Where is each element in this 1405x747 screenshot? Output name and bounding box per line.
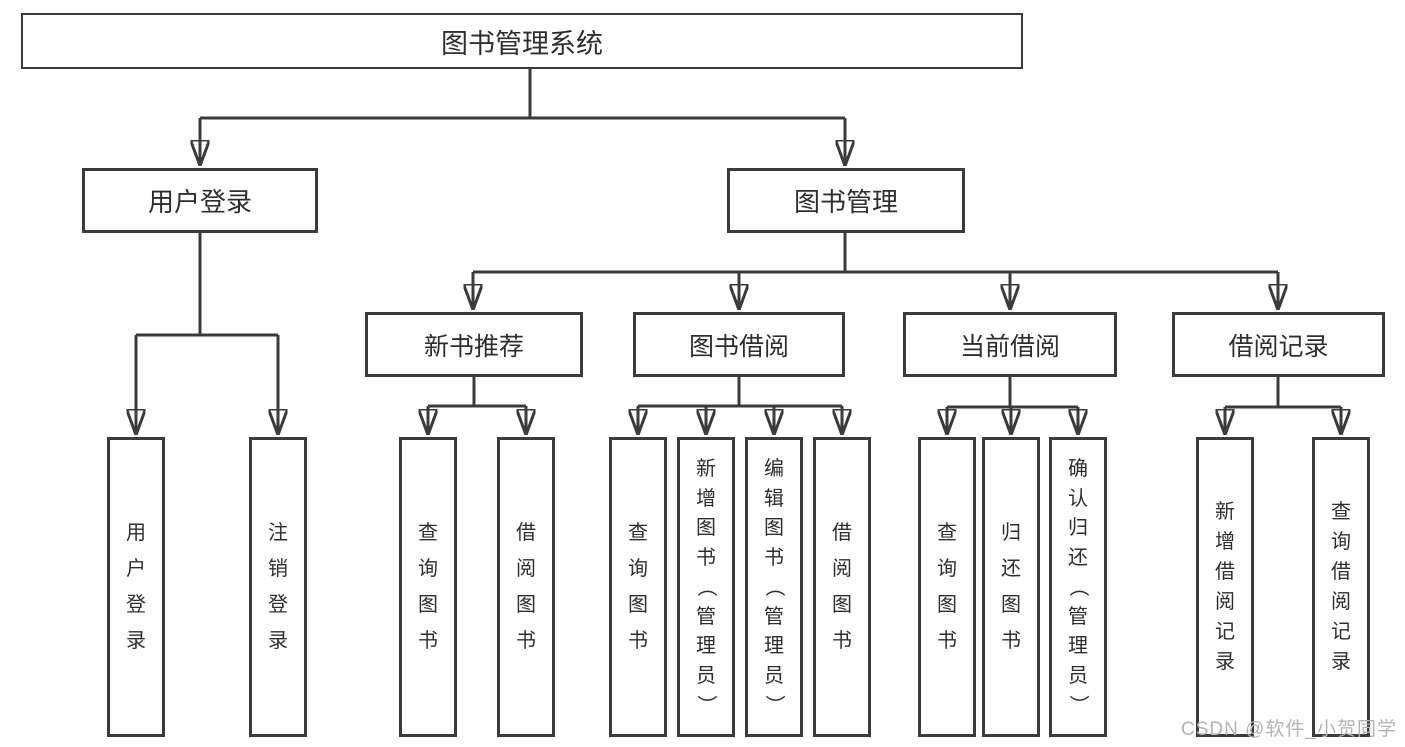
edge-current-borrowing-children: [947, 377, 1078, 435]
leaf-confirm-return-admin: 确认归还（管理员）: [1049, 437, 1107, 737]
edge-user-login-children: [136, 233, 278, 435]
edge-book-borrowing-children: [638, 377, 842, 435]
csdn-watermark: CSDN @软件_小贺同学: [1181, 719, 1397, 740]
leaf-edit-books-admin: 编辑图书（管理员）: [745, 437, 803, 737]
leaf-return-books: 归还图书: [982, 437, 1040, 737]
leaf-logout: 注销登录: [249, 437, 307, 737]
node-borrowing-records: 借阅记录: [1172, 312, 1385, 377]
node-book-management-label: 图书管理: [793, 187, 898, 217]
leaf-user-login: 用户登录: [107, 437, 165, 737]
node-user-login: 用户登录: [82, 168, 318, 233]
node-root: 图书管理系统: [21, 13, 1023, 69]
leaf-query-books-1: 查询图书: [399, 437, 457, 737]
edge-book-management-children: [473, 233, 1278, 310]
node-current-borrowing-label: 当前借阅: [959, 332, 1060, 361]
node-new-book-recommendation-label: 新书推荐: [423, 332, 524, 361]
node-book-borrowing-label: 图书借阅: [688, 332, 789, 361]
node-book-borrowing: 图书借阅: [633, 312, 845, 377]
edge-new-book-recommendation-children: [428, 377, 526, 435]
leaf-query-books-3: 查询图书: [918, 437, 976, 737]
edge-root-to-level2: [200, 69, 845, 166]
node-new-book-recommendation: 新书推荐: [365, 312, 583, 377]
node-user-login-label: 用户登录: [147, 187, 252, 217]
leaf-borrow-books-1: 借阅图书: [497, 437, 555, 737]
edge-borrowing-records-children: [1225, 377, 1341, 435]
leaf-add-books-admin: 新增图书（管理员）: [677, 437, 735, 737]
leaf-borrow-books-2: 借阅图书: [813, 437, 871, 737]
node-root-label: 图书管理系统: [441, 28, 603, 59]
leaf-add-borrow-record: 新增借阅记录: [1196, 437, 1254, 737]
node-current-borrowing: 当前借阅: [903, 312, 1117, 377]
leaf-query-books-2: 查询图书: [609, 437, 667, 737]
node-borrowing-records-label: 借阅记录: [1228, 332, 1329, 361]
node-book-management: 图书管理: [727, 168, 965, 233]
leaf-query-borrow-record: 查询借阅记录: [1312, 437, 1370, 737]
